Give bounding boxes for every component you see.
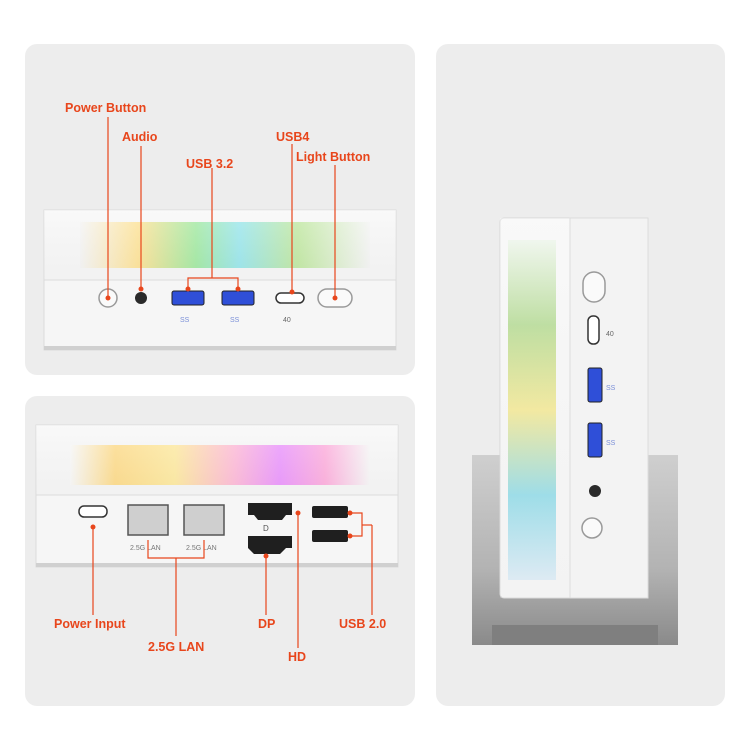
lan-port-2 [183, 504, 225, 536]
usb4-port [275, 292, 305, 304]
side-audio-jack [589, 485, 601, 497]
dp-mark: D [263, 524, 269, 533]
label-lan: 2.5G LAN [148, 640, 205, 654]
usb20-port-2 [312, 530, 348, 542]
lan-mark-2: 2.5G LAN [186, 545, 217, 552]
front-device [43, 209, 397, 351]
usb4-mark: 40 [283, 317, 291, 324]
side-usb4-port [587, 315, 600, 345]
rear-leader-lines [90, 510, 373, 648]
ss-mark-2: SS [230, 317, 240, 324]
dp-port [248, 536, 292, 554]
side-usb4-mark: 40 [606, 331, 614, 338]
label-power-input: Power Input [54, 617, 126, 631]
label-dp: DP [258, 617, 276, 631]
usb32-port-2 [221, 290, 255, 306]
side-usb32-port-2 [587, 422, 603, 458]
label-audio: Audio [122, 130, 158, 144]
audio-jack [135, 292, 147, 304]
label-power-button: Power Button [65, 101, 147, 115]
usb20-port-1 [312, 506, 348, 518]
label-usb4: USB4 [276, 130, 310, 144]
side-power-button [581, 517, 603, 539]
side-usb32-port-1 [587, 367, 603, 403]
side-light-button [582, 271, 606, 303]
usb32-port-1 [171, 290, 205, 306]
label-light-button: Light Button [296, 150, 371, 164]
side-ss-mark-1: SS [606, 385, 616, 392]
rear-device [35, 424, 399, 568]
lan-mark-1: 2.5G LAN [130, 545, 161, 552]
label-usb20: USB 2.0 [339, 617, 387, 631]
label-hd: HD [288, 650, 307, 664]
power-input-port [78, 505, 108, 518]
lan-port-1 [127, 504, 169, 536]
side-device [472, 217, 678, 645]
ss-mark-1: SS [180, 317, 190, 324]
hd-port [248, 503, 292, 520]
side-ss-mark-2: SS [606, 440, 616, 447]
front-leader-lines [105, 117, 338, 301]
label-usb32: USB 3.2 [186, 157, 234, 171]
